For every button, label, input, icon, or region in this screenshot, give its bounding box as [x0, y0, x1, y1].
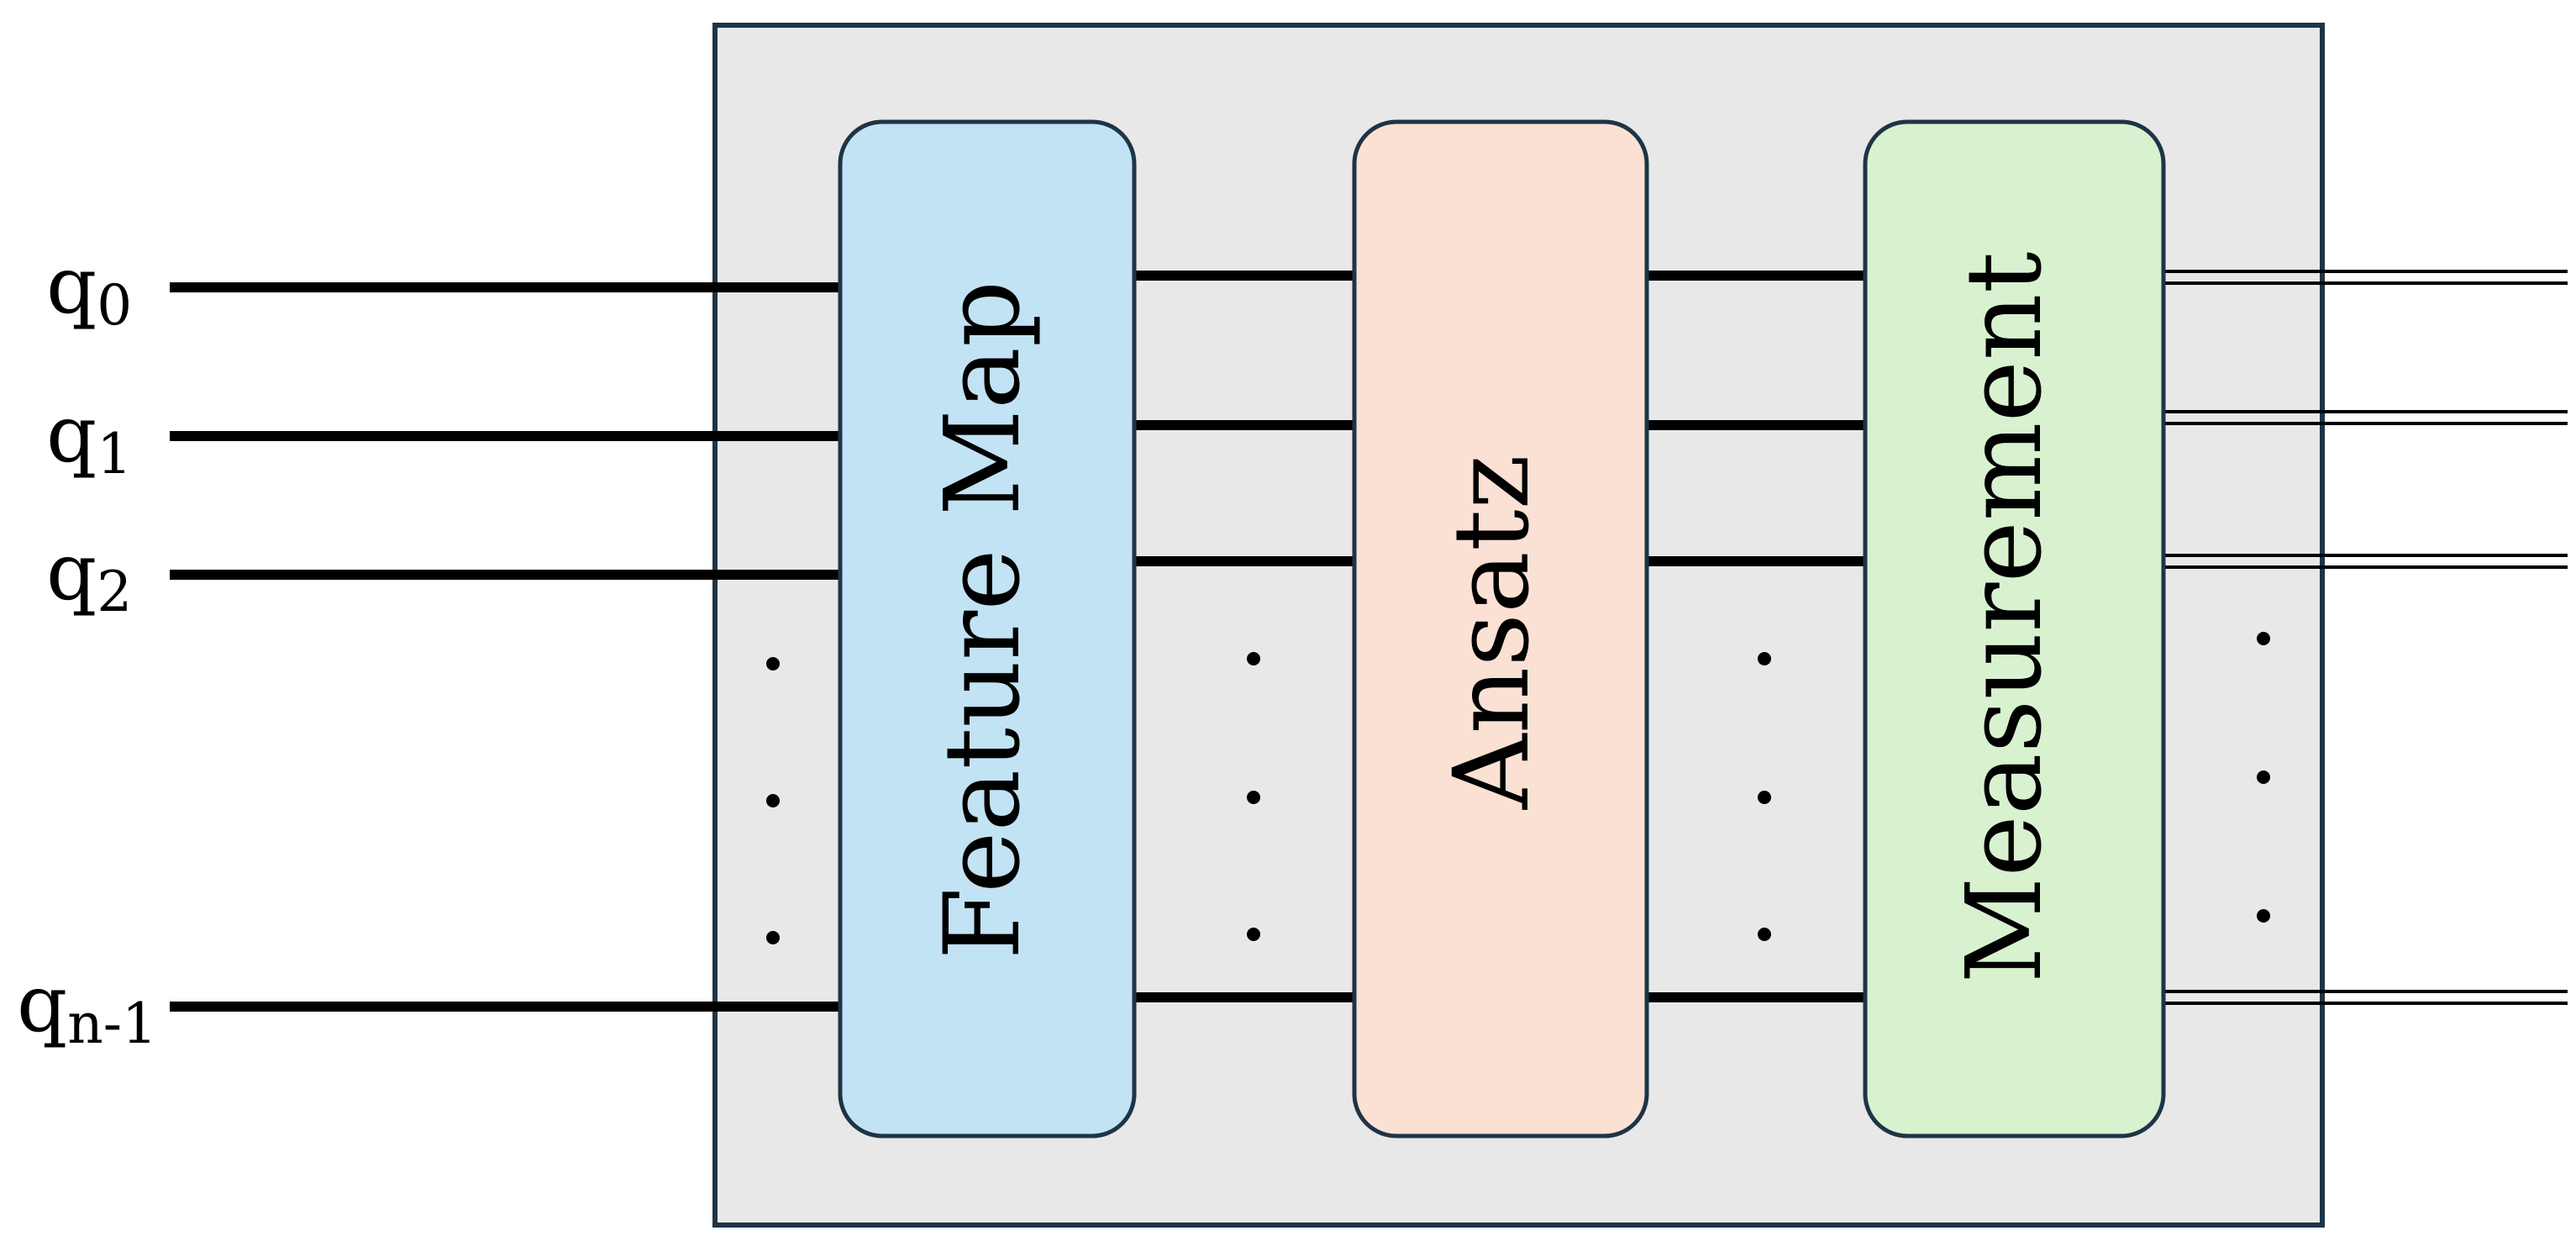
- feature-map-box: [838, 119, 1137, 1138]
- qubit-label-2-sub: 2: [97, 560, 132, 624]
- ellipsis-dot: [1758, 791, 1771, 804]
- ellipsis-dot: [1758, 652, 1771, 665]
- ellipsis-dot: [2257, 632, 2270, 645]
- qubit-label-0-sub: 0: [97, 273, 132, 338]
- qubit-label-1: q1: [46, 389, 132, 486]
- qubit-label-1-base: q: [46, 389, 97, 481]
- ellipsis-dot: [1247, 928, 1260, 941]
- measurement-box: [1863, 119, 2166, 1138]
- qubit-label-n-minus-1: qn-1: [17, 959, 157, 1056]
- ansatz-block: Ansatz: [1352, 119, 1649, 1138]
- measurement-block: Measurement: [1863, 119, 2166, 1138]
- ellipsis-dot: [766, 794, 780, 807]
- qubit-labels: q0 q1 q2 qn-1: [17, 240, 157, 1056]
- mid-wires-1: [1134, 271, 1354, 1002]
- ellipsis-dot: [2257, 770, 2270, 784]
- qubit-label-2-base: q: [46, 527, 97, 618]
- mid-wires-2: [1647, 271, 1865, 1002]
- ansatz-box: [1352, 119, 1649, 1138]
- qubit-label-3-base: q: [17, 959, 67, 1050]
- qubit-label-0-base: q: [46, 240, 97, 332]
- ellipsis-dot: [1247, 791, 1260, 804]
- ellipsis-column-output: [2257, 632, 2270, 923]
- input-wires: [170, 282, 840, 1012]
- qubit-label-0: q0: [46, 240, 132, 338]
- ellipsis-dot: [766, 931, 780, 944]
- classical-output-wires: [2163, 270, 2568, 1005]
- feature-map-label: Feature Map: [923, 281, 1044, 960]
- ellipsis-dot: [1247, 652, 1260, 665]
- qubit-label-2: q2: [46, 527, 132, 624]
- ellipsis-dots: [766, 632, 2270, 944]
- feature-map-block: Feature Map: [838, 119, 1137, 1138]
- ellipsis-dot: [766, 657, 780, 670]
- ellipsis-column-mid-2: [1758, 652, 1771, 941]
- qubit-label-1-sub: 1: [97, 422, 132, 486]
- ellipsis-dot: [1758, 928, 1771, 941]
- qubit-label-3-sub: n-1: [67, 991, 157, 1056]
- measurement-label: Measurement: [1944, 251, 2065, 983]
- ellipsis-column-mid-1: [1247, 652, 1260, 941]
- ellipsis-dot: [2257, 909, 2270, 923]
- ansatz-label: Ansatz: [1432, 455, 1553, 810]
- ellipsis-column-input: [766, 657, 780, 944]
